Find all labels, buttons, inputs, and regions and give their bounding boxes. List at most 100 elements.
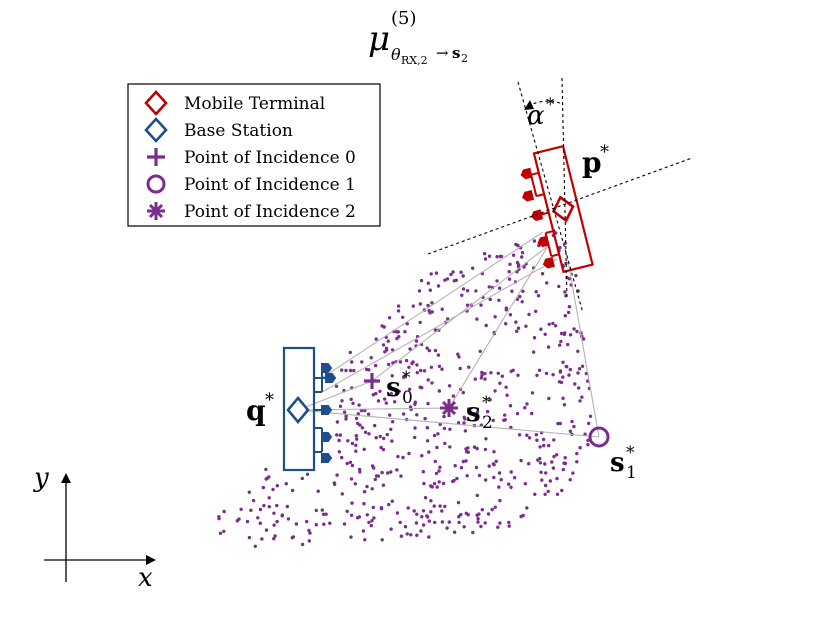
particle-point	[580, 395, 584, 399]
particle-point	[435, 485, 439, 489]
particle-point	[337, 450, 342, 454]
particle-point	[344, 368, 348, 373]
particle-point	[346, 439, 350, 443]
label-s2: s	[466, 398, 481, 428]
particle-point	[379, 445, 383, 450]
particle-point	[499, 478, 503, 482]
particle-point	[434, 271, 439, 275]
particle-point	[588, 414, 593, 418]
particle-point	[370, 519, 374, 523]
particle-point	[448, 445, 452, 449]
particle-point	[519, 514, 523, 519]
particle-point	[487, 254, 492, 258]
particle-point	[425, 346, 429, 350]
particle-point	[509, 470, 513, 474]
x-axis-arrow-icon	[146, 555, 156, 565]
particle-point	[527, 462, 531, 466]
particle-point	[370, 464, 375, 468]
particle-point	[335, 420, 340, 424]
particle-point	[373, 363, 378, 368]
particle-point	[258, 521, 262, 525]
particle-point	[461, 287, 466, 291]
particle-point	[353, 482, 357, 486]
particle-point	[547, 322, 551, 326]
particle-point	[483, 521, 487, 525]
particle-point	[403, 525, 408, 529]
particle-point	[365, 484, 369, 489]
particle-point	[404, 358, 409, 363]
particle-point	[338, 433, 342, 437]
particle-point	[362, 490, 367, 494]
particle-point	[280, 513, 284, 517]
particle-point	[249, 508, 253, 512]
particle-point	[374, 436, 378, 440]
particle-point	[357, 403, 361, 407]
particle-point	[398, 360, 403, 364]
particle-point	[414, 521, 419, 525]
particle-point	[430, 485, 434, 489]
incidence-point-1-circle-icon	[588, 426, 610, 448]
title-mu: μ	[368, 19, 390, 59]
particle-point	[251, 498, 256, 503]
particle-point	[369, 523, 373, 528]
particle-point	[350, 360, 354, 364]
particle-point	[456, 352, 460, 356]
particle-point	[437, 389, 441, 393]
particle-point	[475, 317, 479, 321]
particle-point	[551, 373, 555, 377]
particle-point	[457, 515, 461, 519]
particle-point	[328, 521, 332, 525]
particle-point	[546, 489, 550, 494]
label-s2-sub: 2	[482, 413, 493, 433]
particle-point	[493, 315, 497, 319]
particle-point	[384, 346, 389, 350]
particle-point	[462, 525, 466, 529]
particle-point	[357, 467, 362, 472]
label-s1-sub: 1	[626, 463, 637, 483]
particle-point	[538, 445, 542, 449]
particle-point	[437, 469, 441, 473]
particle-point	[483, 371, 487, 376]
particle-point	[380, 470, 384, 475]
particle-point	[460, 293, 464, 297]
particle-point	[536, 294, 541, 298]
particle-point	[253, 544, 257, 548]
particle-point	[376, 399, 381, 403]
particle-point	[577, 367, 582, 371]
y-axis-arrow-icon	[61, 473, 71, 483]
particle-point	[245, 519, 250, 524]
particle-point	[568, 429, 573, 433]
particle-point	[419, 278, 424, 283]
particle-point	[356, 412, 360, 416]
particle-point	[463, 429, 468, 433]
particle-point	[438, 504, 442, 508]
particle-point	[340, 399, 344, 403]
particle-point	[260, 537, 264, 541]
particle-point	[574, 273, 578, 278]
particle-point	[459, 466, 464, 470]
particle-point	[396, 309, 401, 313]
particle-point	[472, 445, 477, 449]
particle-point	[462, 421, 466, 425]
particle-point	[484, 437, 488, 441]
particle-point	[461, 274, 465, 278]
particle-point	[563, 290, 567, 294]
particle-point	[545, 281, 549, 285]
particle-point	[503, 413, 507, 417]
particle-point	[497, 298, 501, 302]
particle-point	[583, 432, 587, 436]
particle-point	[434, 471, 439, 476]
particle-point	[429, 365, 434, 369]
alpha-arrowhead-icon	[524, 100, 534, 110]
legend-item-point-1: Point of Incidence 1	[146, 174, 356, 195]
particle-point	[322, 522, 326, 526]
particle-point	[363, 538, 367, 542]
particle-point	[488, 397, 492, 402]
particle-point	[541, 437, 546, 442]
particle-point	[442, 426, 447, 431]
particle-point	[370, 487, 374, 491]
particle-point	[430, 310, 434, 314]
particle-point	[492, 450, 496, 454]
particle-point	[443, 504, 447, 509]
particle-point	[464, 449, 469, 454]
